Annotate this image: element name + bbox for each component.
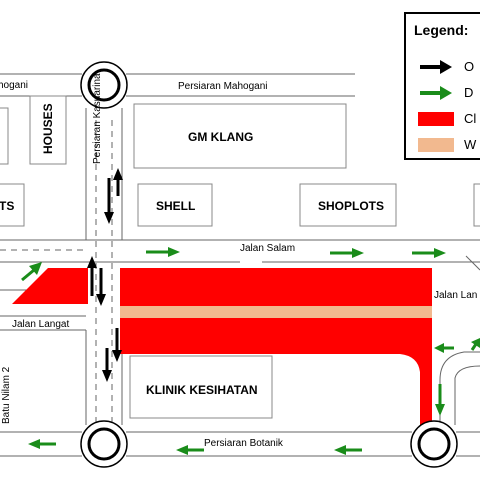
legend-row-walkway: W (416, 136, 480, 154)
black-arrow-icon (420, 60, 452, 74)
roundabout-bottom-right (410, 420, 458, 468)
closure-area (12, 268, 432, 425)
building-blocks (0, 95, 480, 419)
tan-swatch-icon (418, 138, 454, 152)
block-label-houses: HOUSES (41, 103, 55, 154)
green-arrow-right-curve (434, 343, 454, 353)
green-arrow-salam-2 (330, 248, 364, 258)
road-label-jalan-lan-right: Jalan Lan (434, 290, 477, 301)
closure-main-upper (120, 268, 432, 306)
green-arrow-salam-1 (146, 247, 180, 257)
road-label-salam: Jalan Salam (240, 243, 295, 254)
block-label-shell: SHELL (156, 199, 195, 213)
block-left-top (0, 107, 9, 165)
green-arrow-diagonal (21, 262, 42, 282)
legend-row-original: O (416, 58, 480, 76)
block-right-cut (473, 183, 480, 227)
closure-right-branch (396, 318, 432, 425)
road-label-langat: Jalan Langat (12, 319, 69, 330)
block-klinik (129, 355, 273, 419)
road-label-batu-nilam: Batu Nilam 2 (1, 366, 12, 424)
legend-label-walkway: W (464, 137, 477, 152)
walkway-strip (120, 306, 432, 318)
block-label-shoplots: SHOPLOTS (318, 199, 384, 213)
block-left-cut (0, 183, 25, 227)
legend-label-detour: D (464, 85, 474, 100)
closure-left-wedge (12, 268, 84, 304)
block-labels: HOUSES GM KLANG SHELL SHOPLOTS TS KLINIK… (0, 103, 384, 397)
green-arrow-right-down (435, 384, 445, 416)
roundabout-bottom-left (80, 420, 128, 468)
red-swatch-icon (418, 112, 454, 126)
green-arrow-botanik-2 (176, 445, 204, 455)
block-houses (29, 95, 67, 165)
legend-row-detour: D (416, 84, 480, 102)
block-label-gm-klang: GM KLANG (188, 130, 253, 144)
legend: Legend: O D Cl W (404, 12, 480, 160)
green-arrow-salam-3 (412, 248, 446, 258)
black-arrow-down-1 (104, 178, 114, 224)
road-label-mahogani-left: hogani (0, 80, 28, 91)
legend-row-closed: Cl (416, 110, 480, 128)
black-arrow-up-1 (113, 168, 123, 196)
road-labels: hogani Persiaran Mahogani Persiaran Kasu… (0, 73, 477, 449)
black-arrow-up-2 (87, 256, 97, 296)
block-label-left-cut: TS (0, 199, 14, 213)
closure-kasuarina-segment (84, 268, 88, 304)
green-arrow-botanik-1 (28, 439, 56, 449)
black-arrow-down-3 (112, 328, 122, 362)
roundabouts (80, 61, 458, 468)
legend-label-closed: Cl (464, 111, 477, 126)
road-label-mahogani: Persiaran Mahogani (178, 81, 268, 92)
road-edges (0, 73, 480, 457)
black-arrow-down-2 (96, 268, 106, 306)
legend-title: Legend: (414, 22, 469, 38)
road-label-kasuarina: Persiaran Kasuarina (92, 73, 103, 164)
block-label-klinik: KLINIK KESIHATAN (146, 383, 258, 397)
green-arrow-icon (420, 86, 452, 100)
roundabout-top (80, 61, 128, 109)
closure-main-lower (120, 318, 432, 354)
road-label-botanik: Persiaran Botanik (204, 438, 284, 449)
legend-label-original: O (464, 59, 475, 74)
black-arrows (87, 168, 123, 382)
green-arrow-right-up (470, 338, 480, 351)
black-arrow-down-4 (102, 348, 112, 382)
block-shoplots (299, 183, 397, 227)
block-gm-klang (133, 103, 347, 169)
green-arrow-botanik-3 (334, 445, 362, 455)
green-arrows (21, 247, 480, 455)
block-shell (137, 183, 213, 227)
